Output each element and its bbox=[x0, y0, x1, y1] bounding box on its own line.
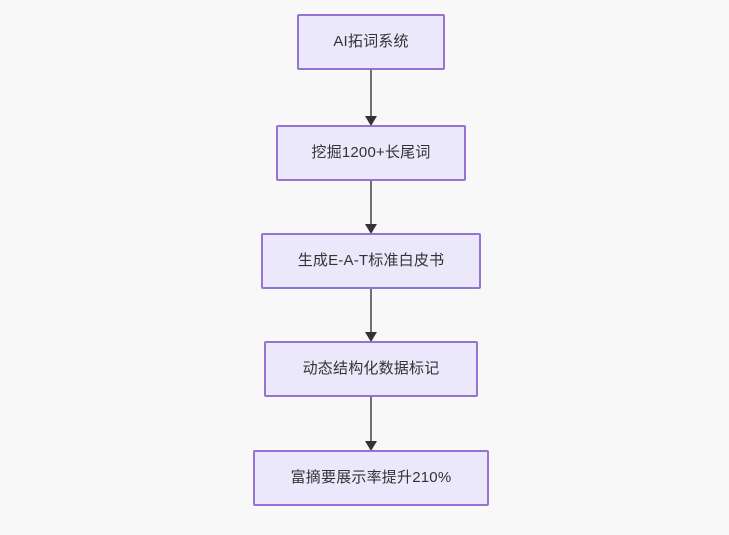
edge-node4-to-node5 bbox=[363, 397, 379, 457]
edge-node1-to-node2 bbox=[363, 70, 379, 130]
edge-arrow-icon bbox=[365, 289, 377, 342]
edge-node2-to-node3 bbox=[363, 181, 379, 241]
flowchart-node-mine-longtail-keywords[interactable]: 挖掘1200+长尾词 bbox=[276, 125, 466, 181]
edge-node3-to-node4 bbox=[363, 289, 379, 349]
edge-arrow-icon bbox=[365, 181, 377, 234]
edge-arrow-icon bbox=[365, 70, 377, 126]
flowchart-node-label: AI拓词系统 bbox=[333, 33, 409, 50]
flowchart-node-label: 生成E-A-T标准白皮书 bbox=[297, 252, 445, 269]
edge-arrow-icon bbox=[365, 397, 377, 451]
flowchart-node-label: 挖掘1200+长尾词 bbox=[311, 144, 431, 161]
flowchart-node-generate-eat-whitepaper[interactable]: 生成E-A-T标准白皮书 bbox=[261, 233, 481, 289]
flowchart-node-rich-snippet-rate-increase[interactable]: 富摘要展示率提升210% bbox=[253, 450, 489, 506]
flowchart-node-label: 动态结构化数据标记 bbox=[302, 360, 440, 377]
flowchart-node-ai-keyword-system[interactable]: AI拓词系统 bbox=[297, 14, 445, 70]
flowchart-node-dynamic-structured-data-markup[interactable]: 动态结构化数据标记 bbox=[264, 341, 478, 397]
flowchart-node-label: 富摘要展示率提升210% bbox=[290, 469, 452, 486]
